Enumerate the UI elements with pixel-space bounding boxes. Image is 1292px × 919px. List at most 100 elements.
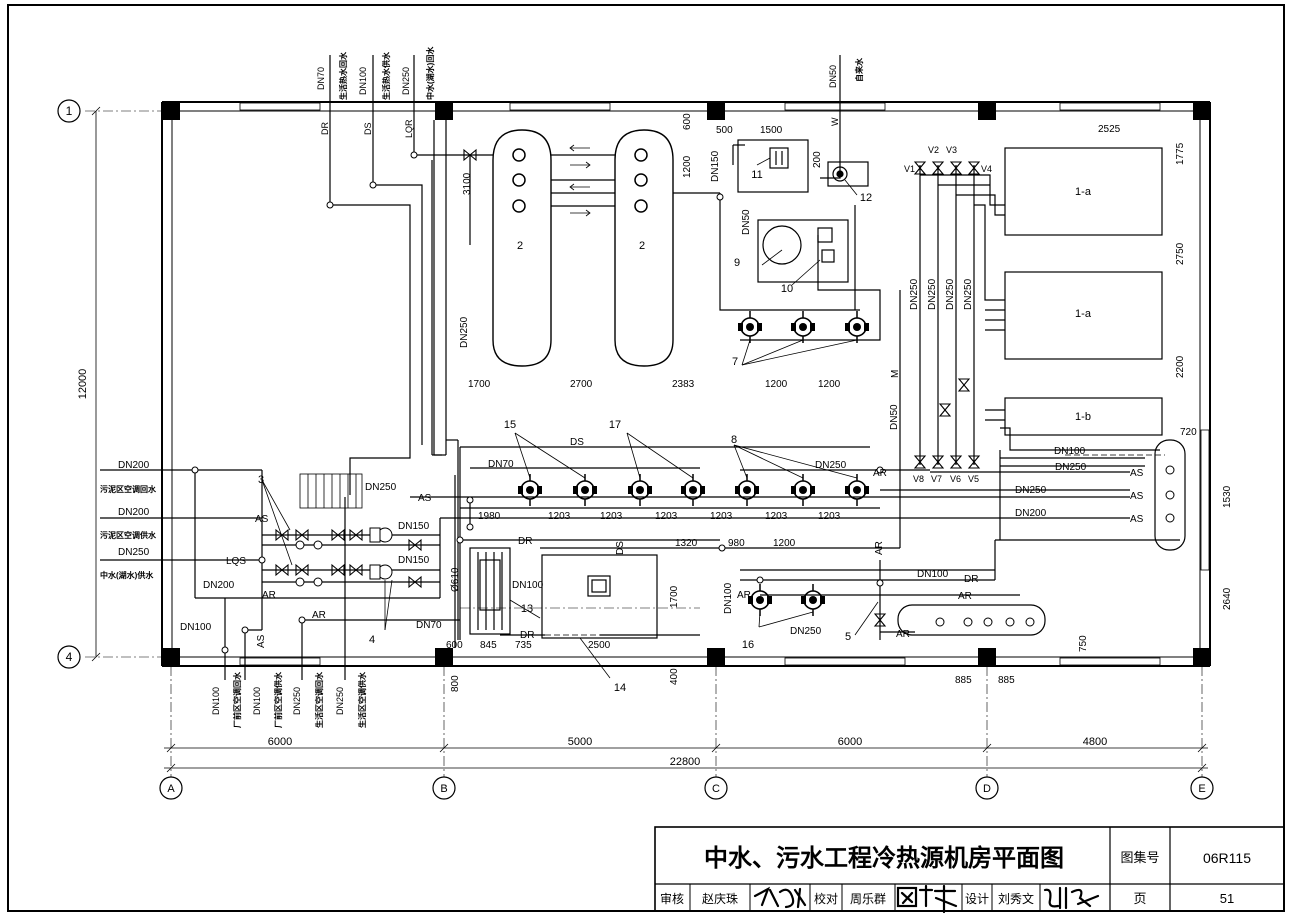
- svg-text:DR: DR: [520, 630, 534, 641]
- vessel-right: [1154, 439, 1186, 551]
- top-pipe-risers: [329, 55, 841, 205]
- svg-text:2200: 2200: [1175, 355, 1186, 378]
- dim-6000-ab: 6000: [268, 736, 292, 748]
- equip-12: [827, 161, 869, 187]
- svg-text:885: 885: [998, 675, 1015, 686]
- svg-text:V6: V6: [950, 474, 961, 484]
- svg-text:D: D: [983, 783, 991, 795]
- svg-text:DN250: DN250: [1055, 462, 1087, 473]
- title-block: [654, 826, 1285, 912]
- left-pipe-size: DN250: [118, 547, 150, 558]
- svg-text:11: 11: [751, 169, 762, 181]
- top-pipe-size: DN250: [401, 67, 411, 95]
- svg-text:DS: DS: [615, 541, 626, 555]
- axis-bubble-B: B: [432, 776, 456, 800]
- svg-text:1: 1: [66, 104, 73, 118]
- equip-11: [737, 139, 809, 193]
- atlas-label: 图集号: [1120, 850, 1159, 865]
- svg-text:600: 600: [682, 113, 693, 130]
- small-pump-units: [295, 527, 393, 587]
- svg-text:AR: AR: [737, 590, 751, 601]
- reviewer-name: 赵庆珠: [702, 892, 738, 906]
- svg-text:DN250: DN250: [945, 278, 956, 310]
- page-number: 51: [1220, 891, 1234, 906]
- svg-text:LQS: LQS: [226, 556, 246, 567]
- svg-text:750: 750: [1078, 635, 1089, 652]
- page-label: 页: [1133, 891, 1146, 906]
- signature-checker: [896, 884, 958, 914]
- design-label: 设计: [965, 892, 989, 906]
- pipe-code-LQR-top: LQR: [404, 119, 414, 138]
- svg-text:AR: AR: [958, 591, 972, 602]
- svg-text:DN250: DN250: [963, 278, 974, 310]
- svg-text:DN100: DN100: [1054, 446, 1086, 457]
- check-label: 校对: [814, 891, 838, 906]
- svg-text:1200: 1200: [682, 155, 693, 178]
- svg-text:DN200: DN200: [1015, 508, 1047, 519]
- svg-text:1500: 1500: [760, 125, 783, 136]
- svg-text:14: 14: [614, 682, 626, 694]
- svg-text:600: 600: [446, 640, 463, 651]
- svg-text:V8: V8: [913, 474, 924, 484]
- top-pipe-desc: 中水(湖水)回水: [425, 46, 435, 100]
- svg-text:DN250: DN250: [1015, 485, 1047, 496]
- equip-1a-mid: [1004, 271, 1163, 360]
- drawing-title: 中水、污水工程冷热源机房平面图: [704, 844, 1064, 872]
- bottom-pipe-desc: 厂前区空调供水: [273, 671, 283, 728]
- svg-text:885: 885: [955, 675, 972, 686]
- svg-text:12: 12: [860, 192, 872, 204]
- svg-text:DN250: DN250: [365, 482, 397, 493]
- svg-text:DN100: DN100: [512, 580, 544, 591]
- svg-text:200: 200: [812, 151, 823, 168]
- svg-text:2750: 2750: [1175, 242, 1186, 265]
- svg-text:15: 15: [504, 419, 516, 431]
- top-pipe-desc: 生活热水供水: [381, 51, 391, 100]
- top-pipe-labels: DN70 生活热水回水 DN100 生活热水供水 DN250 中水(湖水)回水 …: [316, 46, 864, 138]
- dashed-pipes: [500, 454, 1165, 636]
- left-pipe-desc: 污泥区空调供水: [100, 530, 157, 540]
- svg-text:2640: 2640: [1222, 587, 1233, 610]
- atlas-number: 06R115: [1203, 850, 1251, 866]
- dim-12000: 12000: [77, 369, 89, 400]
- svg-text:720: 720: [1180, 427, 1197, 438]
- svg-text:A: A: [167, 783, 175, 795]
- left-pipe-labels: DN200 污泥区空调回水 DN200 污泥区空调供水 DN250 中水(湖水)…: [100, 460, 157, 580]
- axis-bubble-A: A: [159, 776, 183, 800]
- svg-text:10: 10: [781, 283, 793, 295]
- svg-text:V2: V2: [928, 145, 939, 155]
- bottom-pipe-labels: DN100 厂前区空调回水 DN100 厂前区空调供水 DN250 生活区空调回…: [211, 671, 367, 728]
- axis-bubble-D: D: [975, 776, 999, 800]
- svg-text:DN50: DN50: [741, 209, 752, 235]
- svg-text:AS: AS: [1130, 491, 1144, 502]
- svg-text:980: 980: [728, 538, 745, 549]
- svg-text:DN150: DN150: [710, 150, 721, 182]
- bottom-pipe-desc: 生活区空调供水: [357, 671, 367, 728]
- axis-bubble-1: 1: [57, 99, 81, 123]
- callout-labels: 3 4 5 7 8 9 10 11 12 13 14 15 16 17: [258, 169, 872, 694]
- svg-text:Ø610: Ø610: [450, 567, 461, 592]
- svg-text:1320: 1320: [675, 538, 698, 549]
- svg-text:V3: V3: [946, 145, 957, 155]
- pipe-size-labels: DN250 DN70 DN250 DN250 DN250 DN100 DN200…: [180, 150, 1087, 637]
- svg-text:AS: AS: [255, 514, 269, 525]
- dim-5000: 5000: [568, 736, 592, 748]
- top-pipe-size: DN50: [828, 65, 838, 88]
- svg-text:AR: AR: [312, 610, 326, 621]
- equip-label-1a: 1-a: [1075, 186, 1092, 198]
- equip-1a-top: [1004, 147, 1163, 236]
- vessel-bottom: [897, 604, 1046, 636]
- svg-text:800: 800: [450, 675, 461, 692]
- svg-text:DN50: DN50: [889, 404, 900, 430]
- svg-text:DN200: DN200: [203, 580, 235, 591]
- svg-text:2700: 2700: [570, 379, 593, 390]
- svg-text:1980: 1980: [478, 511, 501, 522]
- svg-text:AR: AR: [874, 541, 885, 555]
- left-pipe-desc: 中水(湖水)供水: [100, 570, 154, 580]
- bottom-pipe-size: DN250: [292, 687, 302, 715]
- svg-text:1700: 1700: [669, 585, 680, 608]
- svg-text:1775: 1775: [1175, 142, 1186, 165]
- pipe-code-DR-top: DR: [320, 122, 330, 135]
- left-pipe-size: DN200: [118, 460, 150, 471]
- svg-text:4: 4: [66, 650, 73, 664]
- svg-text:1203: 1203: [765, 511, 788, 522]
